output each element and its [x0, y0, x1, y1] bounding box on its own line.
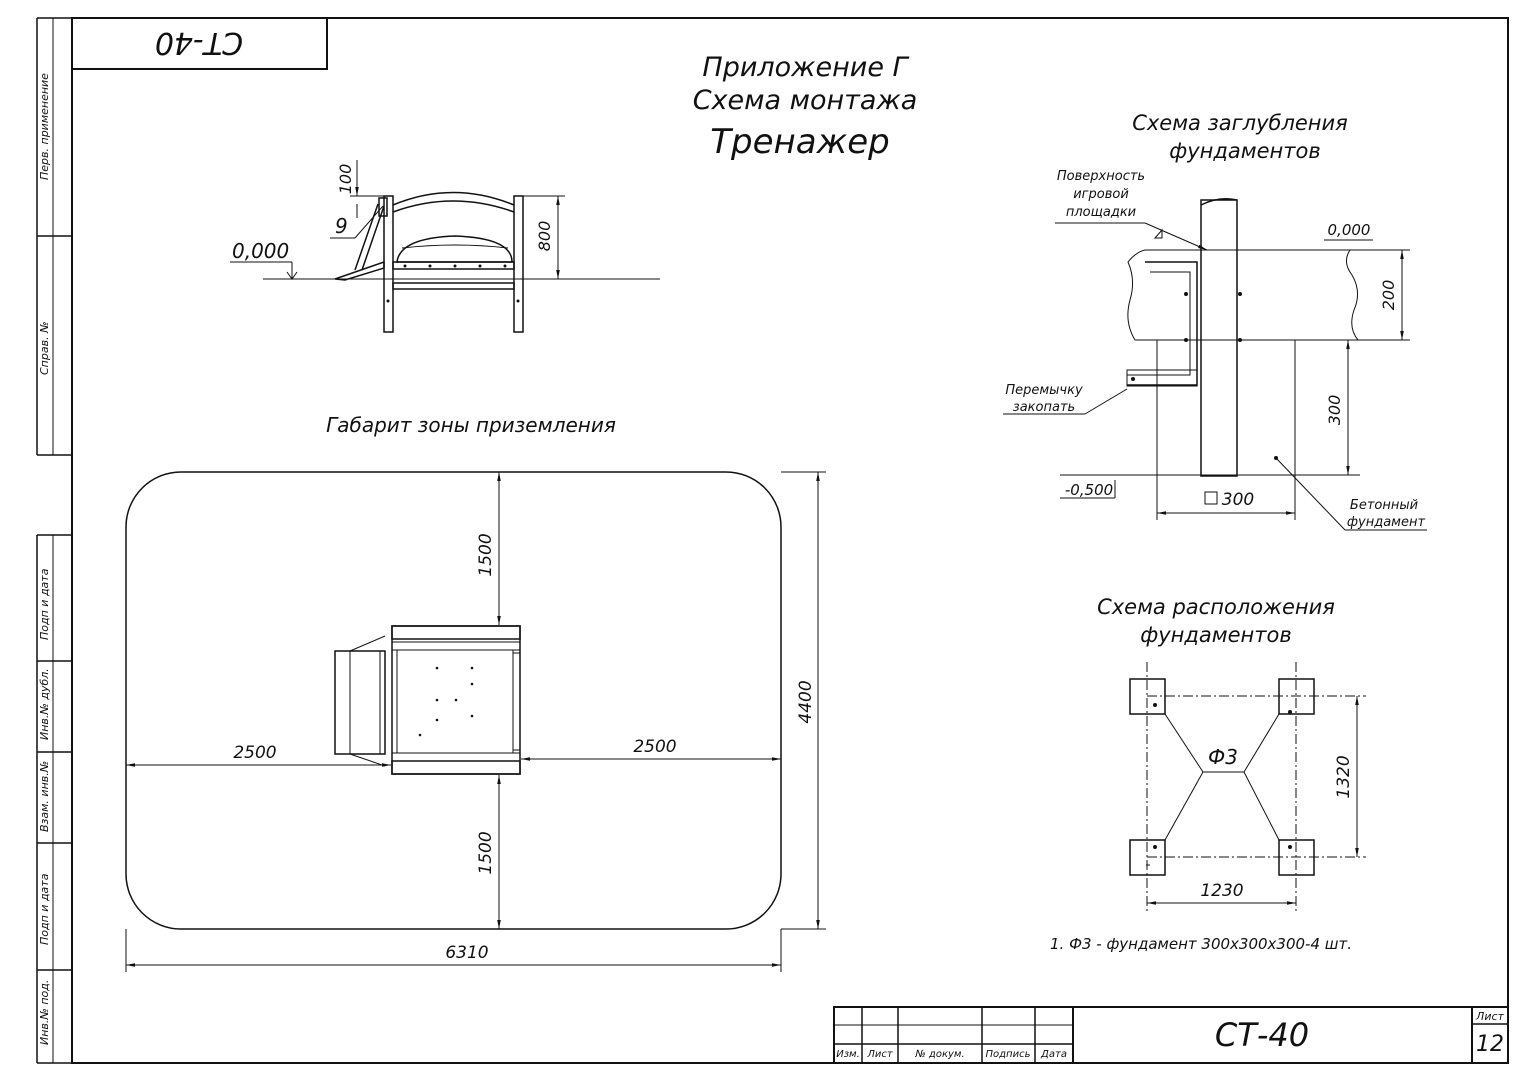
- rotated-code-box: [71, 17, 328, 70]
- dim-1500-bottom: 1500: [476, 831, 496, 874]
- tb-data: Дата: [1040, 1049, 1067, 1060]
- tb-list: Лист: [866, 1049, 894, 1060]
- surface-label-3: площадки: [1066, 205, 1136, 220]
- rotated-sheet-code: СТ-40: [155, 25, 243, 60]
- layout-dim-1230: 1230: [1200, 881, 1243, 901]
- surface-label-2: игровой: [1073, 187, 1129, 202]
- dim-800: 800: [535, 221, 554, 252]
- jumper-label-2: закопать: [1013, 400, 1075, 415]
- side-label-perv: Перв. применение: [38, 73, 51, 180]
- foundation-layout-drawing: [1129, 662, 1366, 912]
- level-0-side: 0,000: [232, 239, 289, 263]
- equipment-plan-view: [334, 625, 521, 775]
- sheet-frame: [36, 17, 1509, 1064]
- sheet-number: 12: [1476, 1032, 1504, 1057]
- foundation-center-label: Ф3: [1208, 745, 1238, 769]
- depth-dim-200: 200: [1379, 280, 1398, 311]
- tb-podpis: Подпись: [986, 1049, 1031, 1060]
- title-block: [833, 1006, 1509, 1064]
- dim-4400: 4400: [796, 680, 816, 723]
- depth-scheme-title-2: фундаментов: [1169, 139, 1320, 163]
- dim-100: 100: [336, 164, 355, 195]
- depth-square-300: 300: [1222, 490, 1254, 510]
- side-label-vzam: Взам. инв.№: [38, 761, 51, 832]
- depth-dim-300-vertical: 300: [1325, 395, 1344, 426]
- side-label-inv-pod: Инв.№ под.: [38, 980, 51, 1045]
- title-appendix: Приложение Г: [702, 52, 909, 83]
- depth-level-top: 0,000: [1328, 221, 1371, 239]
- landing-zone-title: Габарит зоны приземления: [326, 413, 616, 437]
- dim-2500-left: 2500: [233, 743, 276, 763]
- foundation-note: 1. Ф3 - фундамент 300х300х300-4 шт.: [1050, 935, 1352, 953]
- depth-scheme-drawing: [1003, 198, 1427, 531]
- depth-level-bottom: -0,500: [1065, 481, 1113, 499]
- side-view-drawing: [230, 160, 660, 333]
- side-label-podp2: Подп и дата: [38, 873, 51, 945]
- side-label-inv-dubl: Инв.№ дубл.: [38, 668, 51, 740]
- leader-label-9: 9: [335, 214, 348, 238]
- side-label-sprav: Справ. №: [38, 321, 51, 375]
- landing-zone-outline: [125, 471, 782, 930]
- side-label-podp1: Подп и дата: [38, 568, 51, 640]
- sheet-code: СТ-40: [1215, 1016, 1309, 1054]
- concrete-label-2: фундамент: [1347, 515, 1426, 530]
- dim-2500-right: 2500: [633, 737, 676, 757]
- tb-izm: Изм.: [836, 1049, 860, 1060]
- surface-label-1: Поверхность: [1057, 169, 1145, 184]
- dim-6310: 6310: [445, 943, 488, 963]
- tb-n-dokum: № докум.: [914, 1049, 964, 1060]
- title-scheme: Схема монтажа: [693, 85, 918, 116]
- jumper-label-1: Перемычку: [1005, 383, 1083, 398]
- landing-zone-dimensions: [125, 471, 826, 972]
- layout-scheme-title-1: Схема расположения: [1097, 595, 1335, 619]
- dim-1500-top: 1500: [476, 533, 496, 576]
- sheet-label: Лист: [1475, 1010, 1504, 1023]
- layout-dim-1320: 1320: [1334, 755, 1354, 798]
- layout-scheme-title-2: фундаментов: [1140, 623, 1291, 647]
- depth-scheme-title-1: Схема заглубления: [1132, 111, 1348, 135]
- title-equipment: Тренажер: [710, 122, 889, 162]
- concrete-label-1: Бетонный: [1350, 498, 1418, 513]
